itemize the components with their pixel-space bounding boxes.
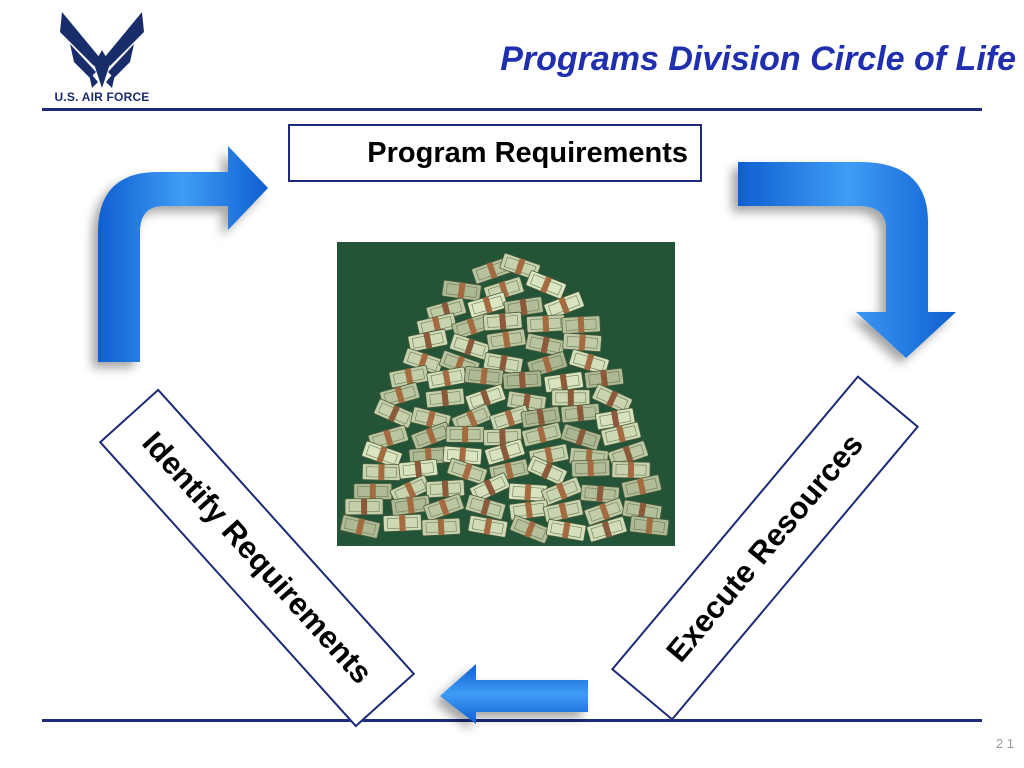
cash-bundle — [560, 423, 602, 451]
cash-bundle — [583, 497, 626, 526]
cash-bundle — [525, 270, 567, 300]
cash-bundle — [482, 352, 524, 375]
cash-bundle — [542, 498, 584, 523]
cash-bundle — [361, 440, 403, 469]
cash-bundle — [561, 315, 601, 335]
arrow-bottom-left — [440, 664, 588, 724]
cash-bundle — [562, 332, 603, 352]
cash-bundle — [526, 314, 566, 334]
cash-bundle — [379, 382, 421, 408]
air-force-logo — [40, 10, 164, 110]
cash-bundle — [426, 366, 467, 390]
cash-bundle — [467, 291, 509, 319]
cash-bundle — [467, 515, 509, 538]
cash-bundle — [502, 370, 543, 390]
cash-bundle — [543, 291, 585, 320]
cash-bundle — [390, 494, 431, 516]
cash-bundle — [382, 513, 423, 533]
cash-bundle — [482, 311, 523, 332]
cash-bundle — [425, 387, 466, 409]
program-requirements-box — [288, 124, 702, 182]
cash-bundle — [446, 457, 488, 486]
cash-bundle — [339, 514, 381, 539]
page-title: Programs Division Circle of Life — [500, 40, 1016, 78]
cash-bundle — [586, 516, 628, 543]
cash-bundle — [410, 421, 452, 450]
money-pile-image — [337, 242, 675, 546]
cash-bundle — [416, 312, 458, 338]
cash-bundle — [526, 455, 568, 486]
cash-bundle — [486, 328, 527, 351]
cash-bundle — [521, 422, 563, 447]
cash-bundle — [629, 515, 670, 537]
cash-bundle — [421, 517, 461, 537]
cash-bundle — [367, 424, 409, 451]
arrow-right-down — [738, 162, 956, 358]
arrow-left-up-right — [98, 146, 268, 362]
cash-bundle — [560, 403, 601, 424]
cash-bundle — [584, 367, 625, 389]
program-requirements-label: Program Requirements — [367, 137, 688, 169]
cash-bundle — [353, 483, 393, 501]
cash-bundle — [600, 421, 642, 447]
money-pile-icon — [339, 252, 670, 544]
page-number: 2 1 — [995, 736, 1015, 751]
cash-bundle — [551, 389, 591, 407]
cash-bundle — [541, 476, 583, 506]
cash-bundle — [465, 384, 507, 412]
cash-bundle — [571, 459, 611, 478]
cash-bundle — [398, 458, 439, 480]
cash-bundle — [611, 461, 651, 479]
cash-bundle — [520, 405, 562, 429]
cash-bundle — [509, 515, 551, 544]
header-divider — [42, 108, 982, 111]
cash-bundle — [484, 438, 526, 466]
cash-bundle — [607, 440, 649, 468]
cash-bundle — [451, 404, 493, 434]
cash-bundle — [445, 425, 485, 443]
cash-bundle — [545, 519, 587, 542]
cash-bundle — [464, 494, 507, 521]
cash-bundle — [441, 279, 482, 302]
cash-bundle — [621, 474, 662, 499]
cash-bundle — [425, 479, 466, 499]
cash-bundle — [595, 407, 636, 431]
footer-divider — [42, 719, 982, 722]
air-force-wings-icon — [60, 12, 144, 88]
cash-bundle — [344, 498, 384, 516]
cash-bundle — [508, 499, 549, 521]
cash-bundle — [463, 365, 504, 387]
logo-text: U.S. AIR FORCE — [54, 90, 150, 104]
cash-bundle — [568, 348, 610, 376]
cash-bundle — [580, 484, 620, 504]
cash-bundle — [591, 383, 633, 414]
cash-bundle — [423, 493, 465, 522]
cash-bundle — [407, 328, 449, 353]
cash-bundle — [361, 463, 401, 481]
